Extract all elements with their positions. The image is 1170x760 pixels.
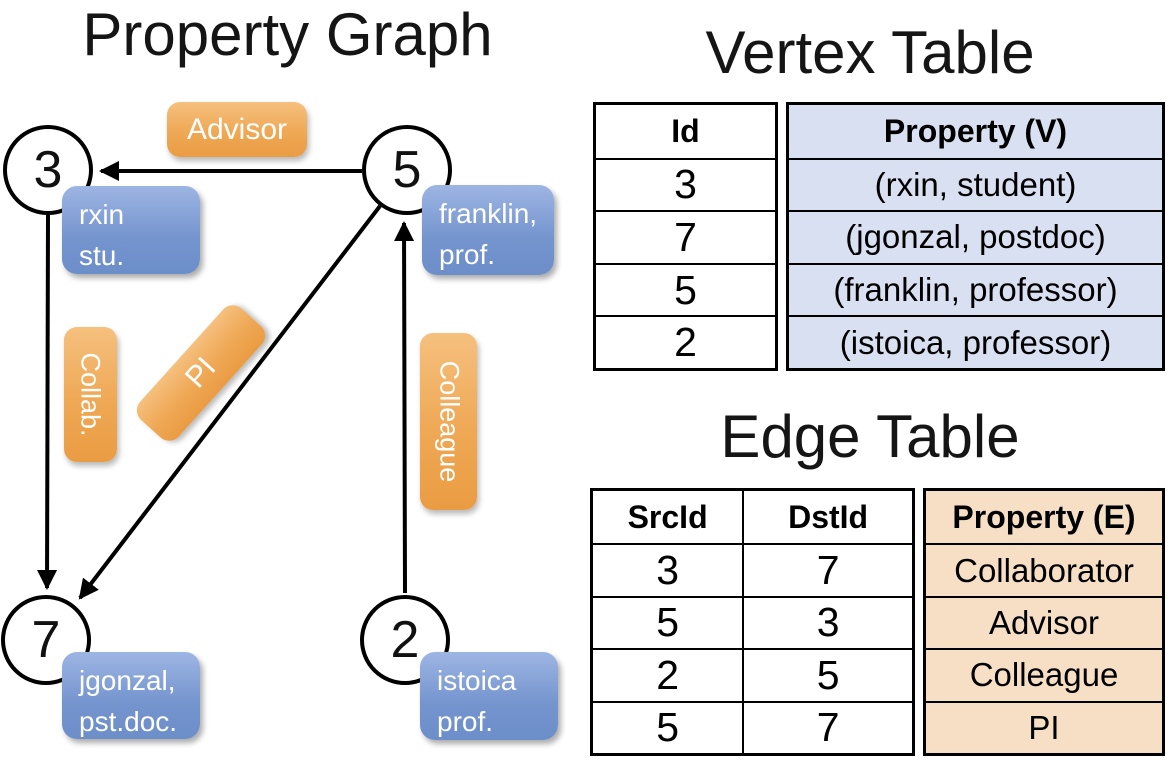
edge-table-property-column: Property (E) Collaborator Advisor Collea… [923, 488, 1165, 756]
vertex-node-3: 3 [3, 125, 93, 215]
edge-table-cell: Colleague [926, 648, 1162, 700]
vertex-table-cell: (jgonzal, postdoc) [789, 210, 1162, 263]
vertex-property-box-istoica: istoica prof. [420, 652, 558, 740]
edge-table-cell: 3 [593, 543, 743, 595]
vertex-table-cell: 3 [596, 157, 775, 211]
vertex-table-cell: (istoica, professor) [789, 315, 1162, 368]
vertex-node-7-id: 7 [31, 611, 61, 669]
edge-table-cell: 5 [593, 700, 743, 753]
edge-label-colleague-text: Colleague [434, 360, 464, 483]
vertex-table-cell: (rxin, student) [789, 157, 1162, 211]
edge-table-cell: 7 [742, 700, 912, 753]
edge-table-property-header: Property (E) [952, 498, 1136, 535]
vertex-table-property-column: Property (V) (rxin, student) (jgonzal, p… [786, 102, 1165, 371]
edge-table-cell: Advisor [926, 595, 1162, 648]
edge-collab-arrow [37, 214, 58, 590]
vertex-property-box-franklin: franklin, prof. [422, 185, 554, 275]
vertex-property-box-jgonzal: jgonzal, pst.doc. [62, 652, 200, 739]
property-graph-title: Property Graph [82, 1, 493, 68]
edge-table-title: Edge Table [720, 403, 1020, 470]
vertex-table-cell: (franklin, professor) [789, 262, 1162, 316]
edge-table-cell: 5 [593, 595, 743, 648]
vertex-table-cell: 7 [596, 210, 775, 263]
edge-table-cell: 3 [742, 595, 912, 649]
edge-label-pi: PI [131, 299, 271, 447]
edge-table-id-columns: SrcId DstId 3 7 5 3 2 5 5 7 [590, 488, 915, 756]
vertex-table-id-column: Id 3 7 5 2 [593, 102, 778, 371]
vertex-table-title: Vertex Table [705, 19, 1035, 86]
edge-colleague-arrow [394, 221, 415, 594]
edge-label-pi-text: PI [178, 351, 223, 395]
edge-table-cell: 5 [742, 648, 912, 701]
edge-table-srcid-header: SrcId [627, 498, 708, 535]
vertex-table-property-header: Property (V) [883, 112, 1068, 149]
edge-label-collab-text: Collab. [76, 352, 107, 437]
edge-table-cell: 2 [593, 648, 743, 700]
vertex-node-3-id: 3 [33, 141, 63, 199]
edge-label-collab: Collab. [64, 327, 117, 462]
edge-table-cell: Collaborator [926, 543, 1162, 595]
vertex-node-5-id: 5 [392, 141, 422, 199]
edge-label-advisor-text: Advisor [186, 112, 288, 146]
edge-table-cell: PI [926, 700, 1162, 753]
edge-label-advisor: Advisor [167, 102, 307, 157]
vertex-node-5: 5 [362, 125, 452, 215]
edge-label-colleague: Colleague [420, 333, 477, 510]
vertex-table-id-header: Id [671, 112, 700, 149]
vertex-property-box-rxin: rxin stu. [62, 186, 200, 274]
edge-table-cell: 7 [742, 543, 912, 596]
vertex-table-cell: 2 [596, 315, 775, 368]
edge-table-dstid-header: DstId [742, 491, 912, 544]
vertex-node-2-id: 2 [390, 611, 420, 669]
vertex-table-cell: 5 [596, 262, 775, 316]
